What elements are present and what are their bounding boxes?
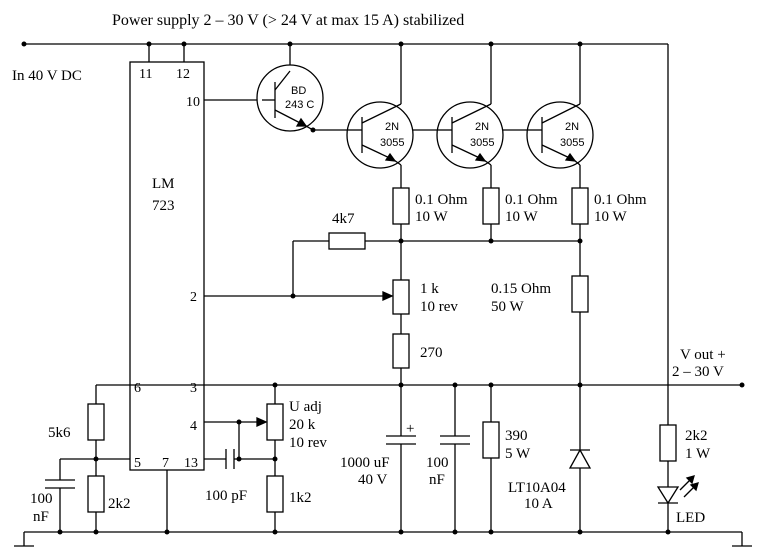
capacitor-100nf-left-value: 100 — [30, 491, 53, 507]
emitter-resistor-3-power: 10 W — [594, 209, 627, 225]
resistor-4k7: 4k7 — [290, 211, 366, 299]
power-transistor-3-line2: 3055 — [560, 137, 584, 149]
input-label: In 40 V DC — [12, 68, 82, 84]
capacitor-1000uf: + 1000 uF 40 V — [340, 385, 416, 532]
pin-11: 11 — [139, 67, 152, 82]
power-transistor-2-line1: 2N — [475, 121, 489, 133]
power-transistor-1-line1: 2N — [385, 121, 399, 133]
pin2-wire — [204, 290, 394, 302]
pot-1k: 1 k 10 rev — [392, 279, 458, 334]
emitter-resistor-3: 0.1 Ohm 10 W — [571, 187, 647, 276]
led-resistor: 2k2 1 W — [659, 424, 711, 487]
pin-12: 12 — [176, 67, 190, 82]
emitter-resistor-1-value: 0.1 Ohm — [415, 192, 468, 208]
led-resistor-value: 2k2 — [685, 428, 708, 444]
emitter-resistor-2: 0.1 Ohm 10 W — [482, 187, 558, 244]
power-transistor-2: 2N 3055 — [436, 101, 504, 188]
resistor-1k2-label: 1k2 — [289, 490, 312, 506]
resistor-390: 390 5 W — [482, 385, 531, 532]
driver-label-line1: BD — [291, 85, 306, 97]
diagram-title: Power supply 2 – 30 V (> 24 V at max 15 … — [112, 12, 464, 29]
pot-uadj: U adj 20 k 10 rev — [204, 385, 327, 476]
pot-uadj-turns: 10 rev — [289, 435, 327, 451]
capacitor-1000uf-polarity: + — [406, 421, 414, 437]
output-label-line2: 2 – 30 V — [672, 364, 724, 380]
emitter-resistor-3-value: 0.1 Ohm — [594, 192, 647, 208]
emitter-resistor-2-power: 10 W — [505, 209, 538, 225]
power-transistor-3: 2N 3055 — [526, 101, 594, 188]
capacitor-100pf-label: 100 pF — [205, 488, 247, 504]
power-transistor-1-line2: 3055 — [380, 137, 404, 149]
resistor-2k2-label: 2k2 — [108, 496, 131, 512]
power-transistor-1: 2N 3055 — [346, 101, 414, 188]
pin-6: 6 — [134, 381, 141, 396]
capacitor-100nf-out: 100 nF — [426, 385, 470, 532]
resistor-5k6-label: 5k6 — [48, 425, 71, 441]
zener-type: LT10A04 — [508, 480, 566, 496]
resistor-5k6: 5k6 — [48, 403, 105, 476]
pin-5: 5 — [134, 456, 141, 471]
zener-rating: 10 A — [524, 496, 553, 512]
shunt-power: 50 W — [491, 299, 524, 315]
capacitor-100nf-left: 100 nF — [30, 459, 75, 532]
lm723-ic: LM 723 11 12 10 2 6 3 4 5 7 13 — [129, 61, 205, 471]
pot-uadj-name: U adj — [289, 399, 322, 415]
ic-label-line2: 723 — [152, 198, 175, 214]
resistor-270-label: 270 — [420, 345, 443, 361]
resistor-2k2: 2k2 — [87, 475, 131, 532]
led-label: LED — [676, 510, 705, 526]
driver-label-line2: 243 C — [285, 99, 314, 111]
capacitor-100nf-out-unit: nF — [429, 472, 445, 488]
driver-transistor: BD 243 C — [204, 64, 580, 133]
pot-uadj-value: 20 k — [289, 417, 316, 433]
emitter-resistor-1: 0.1 Ohm 10 W — [392, 187, 468, 280]
capacitor-1000uf-value: 1000 uF — [340, 455, 390, 471]
pin-2: 2 — [190, 290, 197, 305]
capacitor-100nf-out-value: 100 — [426, 455, 449, 471]
led-resistor-power: 1 W — [685, 446, 711, 462]
pin-13: 13 — [184, 456, 198, 471]
pot-1k-value: 1 k — [420, 281, 439, 297]
shunt-value: 0.15 Ohm — [491, 281, 551, 297]
pin-7: 7 — [162, 456, 169, 471]
resistor-390-value: 390 — [505, 428, 528, 444]
power-transistor-3-line1: 2N — [565, 121, 579, 133]
capacitor-100pf: 100 pF — [204, 422, 275, 504]
ic-label-line1: LM — [152, 176, 175, 192]
supply-rail — [21, 41, 669, 425]
power-transistor-2-line2: 3055 — [470, 137, 494, 149]
emitter-resistor-2-value: 0.1 Ohm — [505, 192, 558, 208]
ground-rail — [14, 529, 752, 547]
resistor-4k7-label: 4k7 — [332, 211, 355, 227]
pin-3: 3 — [190, 381, 197, 396]
pin-4: 4 — [190, 419, 197, 434]
pin-10: 10 — [186, 95, 200, 110]
shunt-resistor: 0.15 Ohm 50 W — [491, 275, 589, 385]
pot-1k-turns: 10 rev — [420, 299, 458, 315]
resistor-1k2: 1k2 — [266, 475, 312, 532]
resistor-390-power: 5 W — [505, 446, 531, 462]
output-label-line1: V out + — [680, 347, 726, 363]
resistor-270: 270 — [392, 333, 443, 385]
capacitor-100nf-left-unit: nF — [33, 509, 49, 525]
capacitor-1000uf-voltage: 40 V — [358, 472, 387, 488]
led: LED — [656, 475, 705, 532]
zener-diode: LT10A04 10 A — [508, 385, 592, 532]
emitter-resistor-1-power: 10 W — [415, 209, 448, 225]
